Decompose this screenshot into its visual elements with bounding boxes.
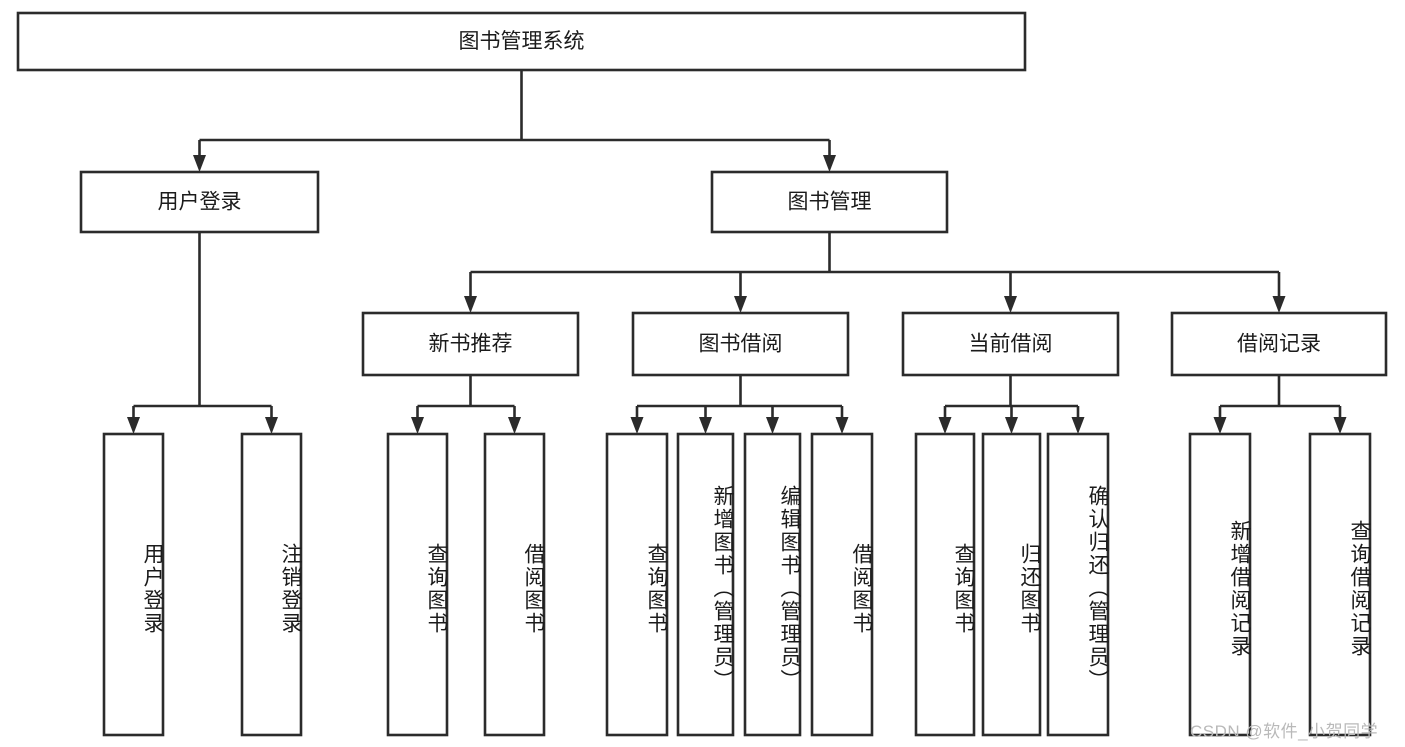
node-label-root: 图书管理系统	[459, 30, 585, 53]
node-leaf-borrow-book[interactable]	[810, 432, 874, 737]
node-user-login[interactable]	[79, 170, 320, 234]
node-leaf-logout-login[interactable]	[240, 432, 303, 737]
node-leaf-return-book[interactable]	[981, 432, 1042, 737]
node-leaf-user-login[interactable]	[102, 432, 165, 737]
node-label-user-login: 用户登录	[158, 191, 242, 214]
watermark: CSDN @软件_小贺同学	[1190, 722, 1379, 741]
node-label-book-borrow: 图书借阅	[699, 333, 783, 356]
node-label-book-management: 图书管理	[788, 191, 872, 214]
node-new-book-recommend[interactable]	[361, 311, 580, 377]
node-leaf-query-borrow-record[interactable]	[1308, 432, 1372, 737]
node-book-management[interactable]	[710, 170, 949, 234]
node-leaf-edit-book-admin[interactable]	[743, 432, 802, 737]
node-leaf-confirm-return-admin[interactable]	[1046, 432, 1110, 737]
node-leaf-add-book-admin[interactable]	[676, 432, 735, 737]
node-borrow-record[interactable]	[1170, 311, 1388, 377]
node-leaf-query-book-current[interactable]	[914, 432, 976, 737]
node-leaf-query-book-borrow[interactable]	[605, 432, 669, 737]
node-label-new-book-recommend: 新书推荐	[429, 333, 513, 356]
node-root[interactable]	[16, 11, 1027, 72]
node-book-borrow[interactable]	[631, 311, 850, 377]
node-leaf-add-borrow-record[interactable]	[1188, 432, 1252, 737]
node-label-current-borrow: 当前借阅	[969, 333, 1053, 356]
node-label-borrow-record: 借阅记录	[1237, 333, 1321, 356]
node-current-borrow[interactable]	[901, 311, 1120, 377]
node-leaf-query-book-recommend[interactable]	[386, 432, 449, 737]
node-leaf-borrow-book-recommend[interactable]	[483, 432, 546, 737]
